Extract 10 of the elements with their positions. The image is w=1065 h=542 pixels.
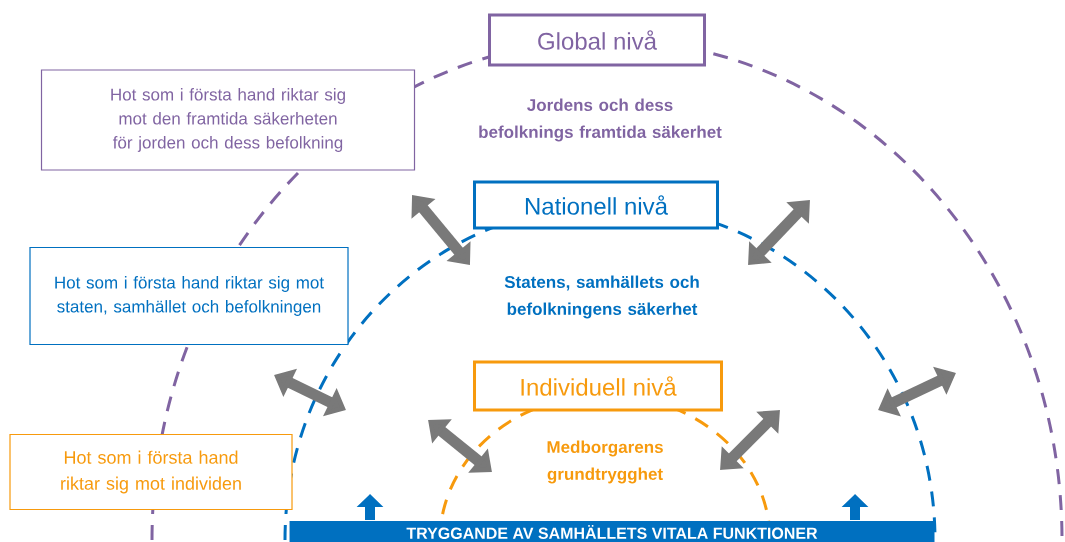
level-box: Global nivå	[488, 13, 706, 67]
threat-box: Hot som i första hand riktar sig mot individen	[9, 433, 293, 511]
level-description: Medborgarens grundtrygghet	[547, 440, 663, 484]
level-description: Jordens och dess befolknings framtida säkerhet	[479, 98, 722, 142]
threat-box: Hot som i första hand riktar sig mot den framtida säkerheten för jorden och dess befolkning	[40, 69, 416, 171]
level-box: Individuell nivå	[473, 360, 723, 412]
banner-bar: TRYGGANDE AV SAMHÄLLETS VITALA FUNKTIONER	[289, 521, 935, 542]
level-box: Nationell nivå	[473, 180, 719, 230]
level-description: Statens, samhällets och befolkningens säkerhet	[504, 275, 699, 319]
threat-box: Hot som i första hand riktar sig mot staten, samhället och befolkningen	[29, 246, 349, 346]
